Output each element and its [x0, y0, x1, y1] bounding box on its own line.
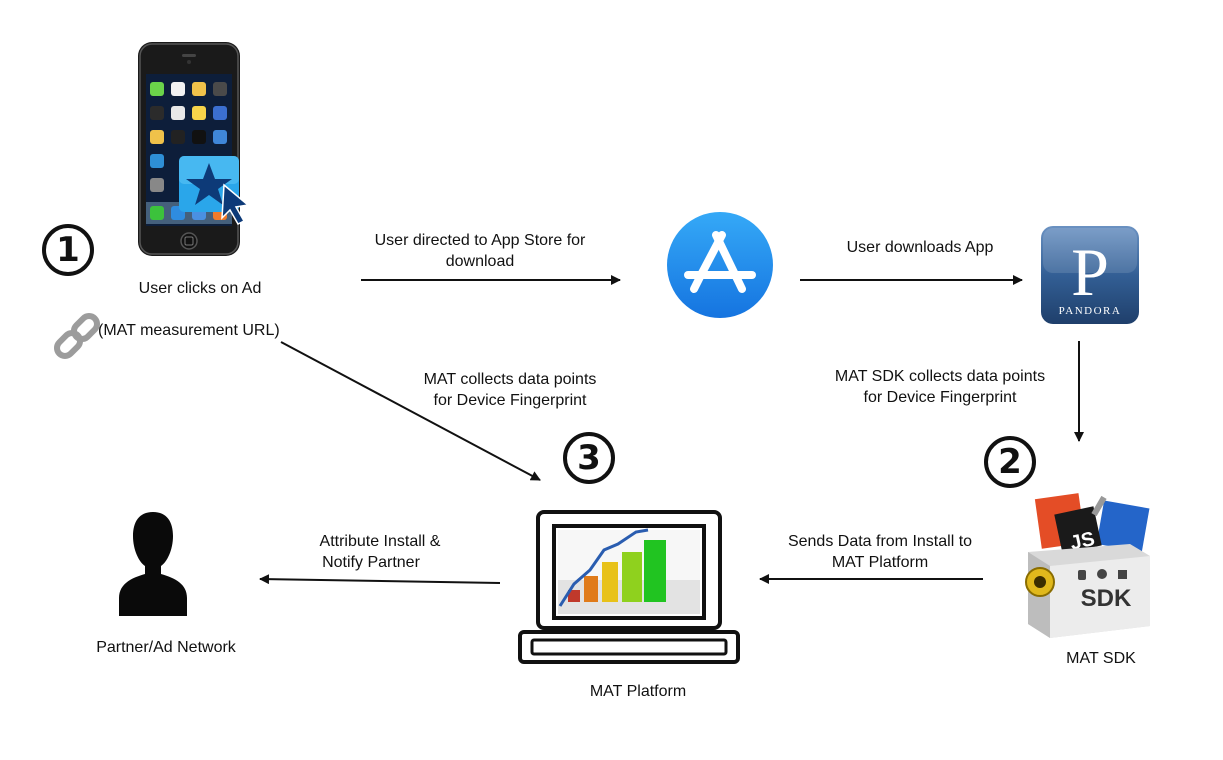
- pandora-wordmark: PANDORA: [1059, 305, 1122, 317]
- person-silhouette-icon: [117, 510, 189, 618]
- link-chain-icon: [52, 311, 102, 361]
- directed-line-2: download: [445, 253, 515, 270]
- pandora-app-icon: P PANDORA: [1040, 225, 1140, 325]
- directed-line-1: User directed to App Store for: [374, 232, 586, 249]
- sdk-box-label: SDK: [1081, 585, 1132, 612]
- app-store-icon: [666, 211, 774, 319]
- sdk-collects-label: MAT SDK collects data points for Device …: [800, 366, 1080, 408]
- attribute-line-2: Notify Partner: [322, 554, 420, 571]
- attribute-install-label: Attribute Install & Notify Partner: [290, 531, 470, 573]
- sdk-box-icon: JS SDK: [1010, 490, 1160, 640]
- sends-data-label: Sends Data from Install to MAT Platform: [760, 531, 1000, 573]
- ad-star-cursor-icon: [178, 155, 252, 225]
- downloads-app-label: User downloads App: [846, 239, 994, 256]
- sdk-collects-line-2: for Device Fingerprint: [863, 389, 1017, 406]
- step-1-badge: 1: [42, 224, 94, 276]
- sdk-collects-line-1: MAT SDK collects data points: [834, 368, 1046, 385]
- sends-line-2: MAT Platform: [831, 554, 929, 571]
- attribute-line-1: Attribute Install &: [319, 533, 441, 550]
- step-3-badge: 3: [563, 432, 615, 484]
- directed-to-appstore-label: User directed to App Store for download: [340, 230, 620, 272]
- mat-url-label: (MAT measurement URL): [98, 322, 280, 339]
- mat-sdk-label: MAT SDK: [1066, 650, 1136, 667]
- step-2-badge: 2: [984, 436, 1036, 488]
- arrow-url-to-platform: [280, 341, 541, 481]
- mat-collects-line-2: for Device Fingerprint: [433, 392, 587, 409]
- laptop-chart-icon: [518, 510, 740, 668]
- user-clicks-label: User clicks on Ad: [138, 280, 262, 297]
- mat-platform-label: MAT Platform: [589, 683, 687, 700]
- smartphone-icon: [136, 40, 248, 260]
- sends-line-1: Sends Data from Install to: [787, 533, 973, 550]
- pandora-letter: P: [1071, 234, 1109, 310]
- mat-collects-label: MAT collects data points for Device Fing…: [380, 369, 640, 411]
- partner-ad-network-label: Partner/Ad Network: [96, 639, 236, 656]
- mat-collects-line-1: MAT collects data points: [423, 371, 597, 388]
- arrow-platform-to-partner: [259, 574, 501, 585]
